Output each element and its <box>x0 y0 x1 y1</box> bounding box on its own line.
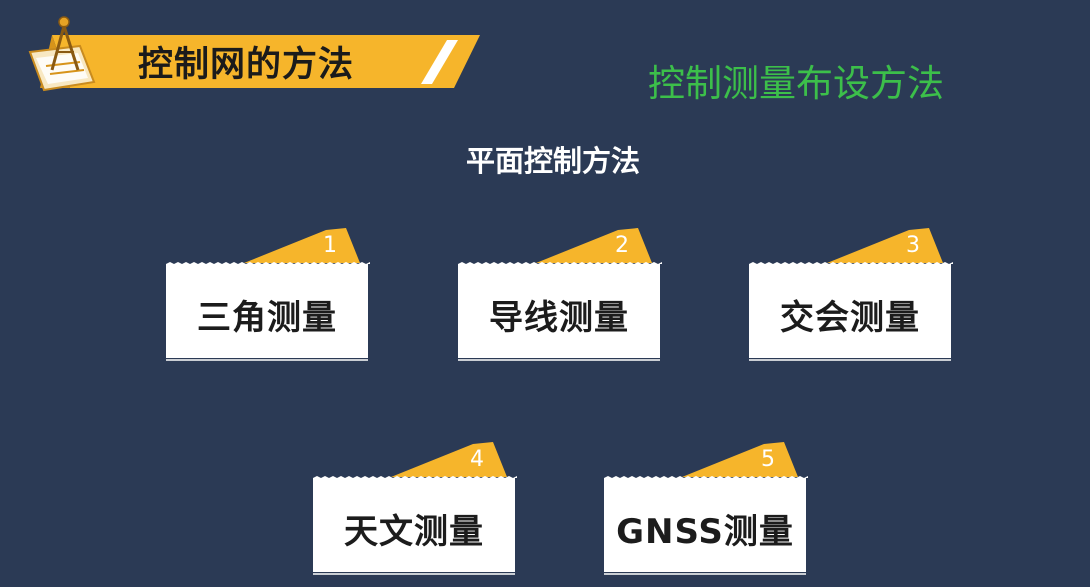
card-body <box>313 476 517 575</box>
card-tab <box>682 442 798 477</box>
card-label: 导线测量 <box>489 298 629 338</box>
card-body <box>749 262 953 361</box>
card-tab <box>244 228 360 263</box>
card-body <box>604 476 808 575</box>
banner-shape <box>28 16 480 92</box>
card-number: 4 <box>470 447 484 472</box>
section-title: 平面控制方法 <box>465 144 640 178</box>
card-number: 3 <box>906 233 920 258</box>
method-card-3: 3 交会测量 <box>747 226 953 366</box>
card-body <box>166 262 370 361</box>
card-label: GNSS测量 <box>616 512 794 552</box>
card-number: 1 <box>323 233 337 258</box>
card-tab <box>391 442 507 477</box>
card-body <box>458 262 662 361</box>
method-card-5: 5 GNSS测量 <box>602 440 808 580</box>
drafting-compass-icon <box>28 16 96 92</box>
card-tab <box>536 228 652 263</box>
method-card-4: 4 天文测量 <box>311 440 517 580</box>
card-number: 2 <box>615 233 629 258</box>
card-label: 三角测量 <box>197 298 337 338</box>
subtitle: 控制测量布设方法 <box>648 62 944 105</box>
card-number: 5 <box>761 447 775 472</box>
banner-title: 控制网的方法 <box>138 45 355 85</box>
card-label: 天文测量 <box>344 512 484 552</box>
header-banner: 控制网的方法 <box>0 0 490 110</box>
card-label: 交会测量 <box>780 298 920 338</box>
card-tab <box>827 228 943 263</box>
method-card-1: 1 三角测量 <box>164 226 370 366</box>
method-card-2: 2 导线测量 <box>456 226 662 366</box>
